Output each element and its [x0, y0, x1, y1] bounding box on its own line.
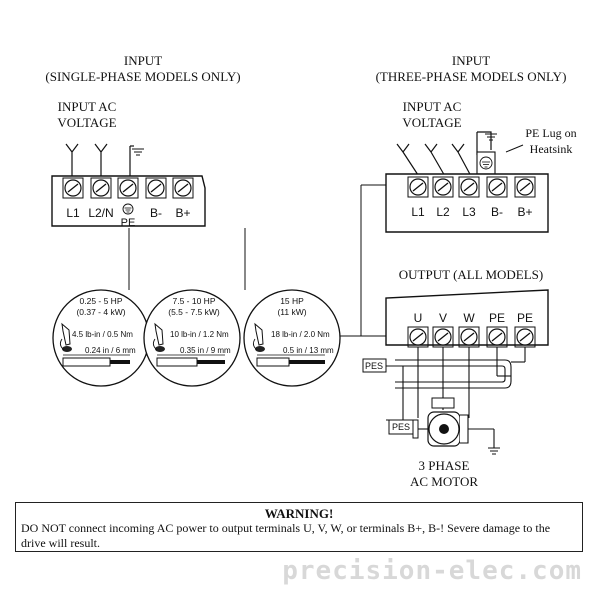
terminal-screw-icon [460, 178, 478, 196]
torque-kw: (5.5 - 7.5 kW) [168, 307, 220, 317]
torque-spec-0: 0.25 - 5 HP (0.37 - 4 kW) 4.5 lb-in / 0.… [52, 289, 150, 387]
leader-lines [128, 184, 386, 337]
torque-value: 10 lb-in / 1.2 Nm [170, 330, 229, 339]
warning-text: DO NOT connect incoming AC power to outp… [21, 521, 551, 550]
pe-lug-icon [476, 151, 496, 175]
strip-length: 0.35 in / 9 mm [180, 346, 231, 355]
torque-kw: (11 kW) [277, 307, 306, 317]
terminal-screw-icon [434, 328, 452, 346]
watermark: precision-elec.com [282, 556, 582, 586]
terminal-screw-icon [516, 178, 534, 196]
terminal-label-pe: PE [121, 217, 136, 229]
stripped-wire-icon [156, 354, 225, 367]
terminal-screw-icon [434, 178, 452, 196]
output-title: OUTPUT (ALL MODELS) [399, 267, 543, 282]
single-phase-title: INPUT [124, 53, 162, 68]
single-phase-subtitle: (SINGLE-PHASE MODELS ONLY) [45, 69, 240, 84]
terminal-label-u: U [414, 311, 423, 325]
terminal-screw-icon [460, 328, 478, 346]
terminal-label-pe-2: PE [517, 311, 533, 325]
motor-label-2: AC MOTOR [410, 474, 478, 489]
screwdriver-icon [152, 322, 165, 352]
three-phase-voltage-label-2: VOLTAGE [402, 115, 461, 130]
pes-label-2: PES [392, 422, 410, 432]
single-phase-input-wires [65, 143, 134, 176]
torque-spec-2: 15 HP (11 kW) 18 lb-in / 2.0 Nm 0.5 in /… [243, 289, 341, 387]
terminal-label-l1: L1 [411, 205, 425, 219]
ground-icon [131, 148, 145, 156]
stripped-wire-icon [62, 354, 130, 367]
torque-spec-1: 7.5 - 10 HP (5.5 - 7.5 kW) 10 lb-in / 1.… [143, 289, 241, 387]
screwdriver-icon [252, 322, 265, 352]
motor-icon [412, 397, 495, 448]
terminal-label-w: W [463, 311, 475, 325]
three-phase-input-wires [396, 131, 524, 179]
terminal-screw-icon [119, 179, 137, 197]
terminal-screw-icon [409, 328, 427, 346]
pe-lug-label-2: Heatsink [530, 142, 573, 156]
terminal-label-l2: L2 [436, 205, 450, 219]
terminal-label-v: V [439, 311, 447, 325]
warning-title: WARNING! [264, 506, 334, 521]
terminal-label-l3: L3 [462, 205, 476, 219]
terminal-screw-icon [92, 179, 110, 197]
pes-label: PES [365, 361, 383, 371]
torque-value: 18 lb-in / 2.0 Nm [271, 330, 330, 339]
terminal-label-b-minus: B- [150, 206, 162, 220]
terminal-ground-icon [122, 203, 134, 215]
ground-icon [487, 447, 501, 455]
terminal-screw-icon [409, 178, 427, 196]
three-phase-title: INPUT [452, 53, 490, 68]
torque-value: 4.5 lb-in / 0.5 Nm [72, 330, 133, 339]
motor-label: 3 PHASE [419, 458, 470, 473]
shielded-motor-cable [386, 347, 526, 421]
terminal-label-b-plus: B+ [517, 205, 532, 219]
screwdriver-icon [59, 322, 72, 352]
torque-hp: 0.25 - 5 HP [80, 296, 123, 306]
terminal-screw-icon [174, 179, 192, 197]
torque-hp: 7.5 - 10 HP [173, 296, 216, 306]
terminal-label-b-plus: B+ [175, 206, 190, 220]
strip-length: 0.24 in / 6 mm [85, 346, 136, 355]
three-phase-input: INPUT (THREE-PHASE MODELS ONLY) INPUT AC… [376, 53, 577, 233]
single-phase-voltage-label: INPUT AC [58, 99, 117, 114]
terminal-label-b-minus: B- [491, 205, 503, 219]
torque-hp: 15 HP [280, 296, 304, 306]
terminal-screw-icon [516, 328, 534, 346]
terminal-label-l2n: L2/N [88, 206, 113, 220]
single-phase-input: INPUT (SINGLE-PHASE MODELS ONLY) INPUT A… [45, 53, 240, 229]
terminal-screw-icon [488, 328, 506, 346]
single-phase-terminal-block [51, 175, 206, 227]
warning-box: WARNING! DO NOT connect incoming AC powe… [15, 502, 583, 552]
output-section: OUTPUT (ALL MODELS) U V W PE PE [362, 267, 549, 489]
three-phase-subtitle: (THREE-PHASE MODELS ONLY) [376, 69, 567, 84]
terminal-screw-icon [64, 179, 82, 197]
terminal-label-pe: PE [489, 311, 505, 325]
terminal-screw-icon [488, 178, 506, 196]
torque-kw: (0.37 - 4 kW) [76, 307, 125, 317]
stripped-wire-icon [256, 354, 325, 367]
terminal-label-l1: L1 [66, 206, 80, 220]
strip-length: 0.5 in / 13 mm [283, 346, 334, 355]
terminal-screw-icon [147, 179, 165, 197]
single-phase-voltage-label-2: VOLTAGE [57, 115, 116, 130]
pe-lug-label: PE Lug on [525, 126, 576, 140]
three-phase-voltage-label: INPUT AC [403, 99, 462, 114]
